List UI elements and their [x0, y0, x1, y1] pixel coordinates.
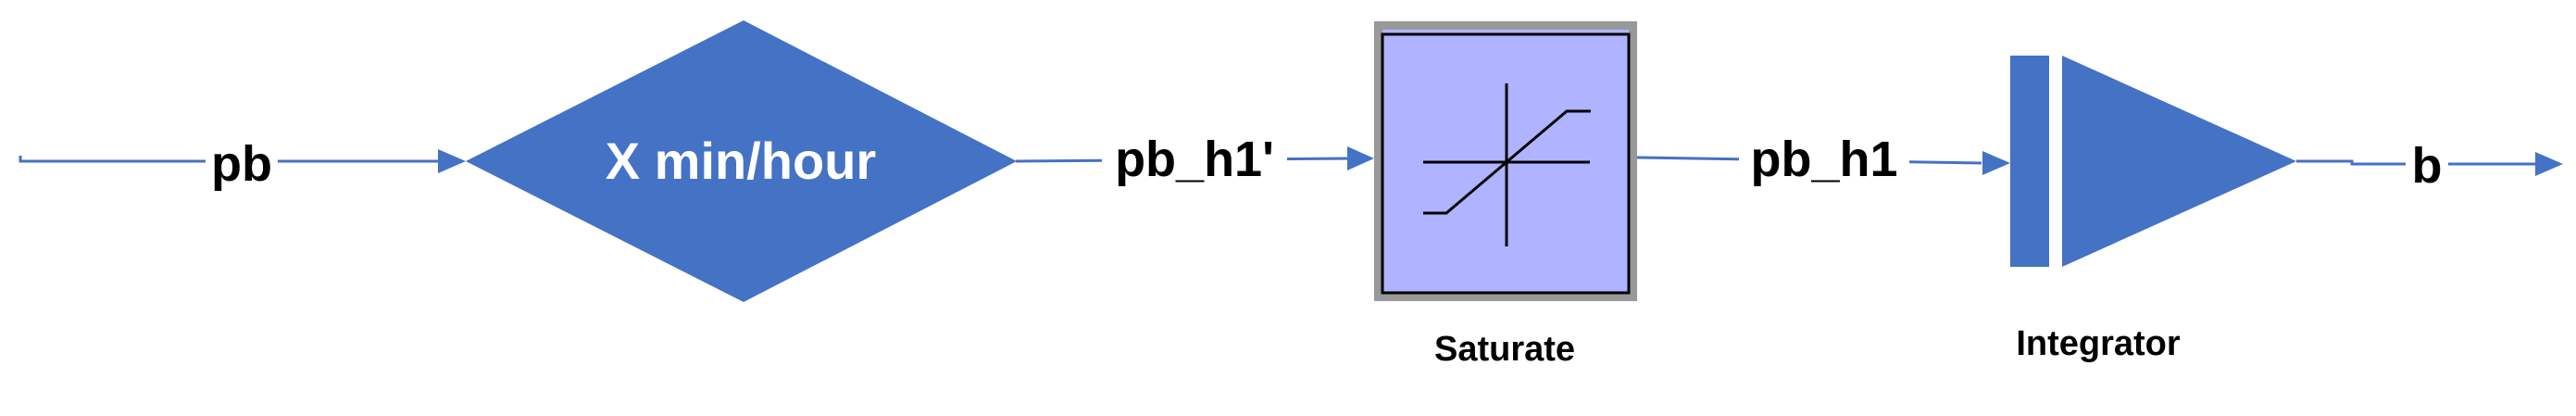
gain-label: X min/hour	[606, 132, 876, 190]
signal-output-label: b	[2412, 138, 2443, 194]
saturate-caption: Saturate	[1434, 330, 1575, 369]
integrator-caption: Integrator	[2016, 324, 2181, 363]
saturation-curve-icon	[1423, 83, 1591, 246]
arrowhead-output	[2535, 152, 2563, 176]
integrator-triangle-icon	[2062, 56, 2296, 267]
signal-input-label-group: pb	[206, 134, 278, 192]
label-backdrop	[206, 134, 278, 192]
wire-input-to-gain	[19, 156, 442, 163]
signal-saturate-output-label: pb_h1	[1750, 132, 1897, 187]
integrator-bar	[2010, 56, 2049, 267]
signal-output-label-group: b	[2406, 134, 2448, 194]
saturate-inner-border	[1381, 32, 1631, 295]
arrowhead-integrator-input	[1982, 151, 2010, 175]
saturate-block[interactable]	[1374, 21, 1637, 301]
label-backdrop	[1102, 130, 1287, 189]
signal-gain-output-label: pb_h1'	[1115, 132, 1274, 187]
signal-gain-output-label-group: pb_h1'	[1102, 130, 1287, 189]
signal-input-label: pb	[211, 136, 272, 192]
wire-integrator-to-output	[2296, 159, 2548, 166]
label-backdrop	[1739, 130, 1909, 189]
arrowhead-gain-input	[438, 149, 466, 173]
arrowhead-saturate-input	[1347, 146, 1374, 170]
signal-saturate-output-label-group: pb_h1	[1739, 130, 1909, 189]
integrator-block[interactable]	[2010, 56, 2296, 267]
gain-block[interactable]: X min/hour	[466, 20, 1017, 302]
gain-diamond	[466, 20, 1017, 302]
label-backdrop	[2406, 134, 2448, 192]
